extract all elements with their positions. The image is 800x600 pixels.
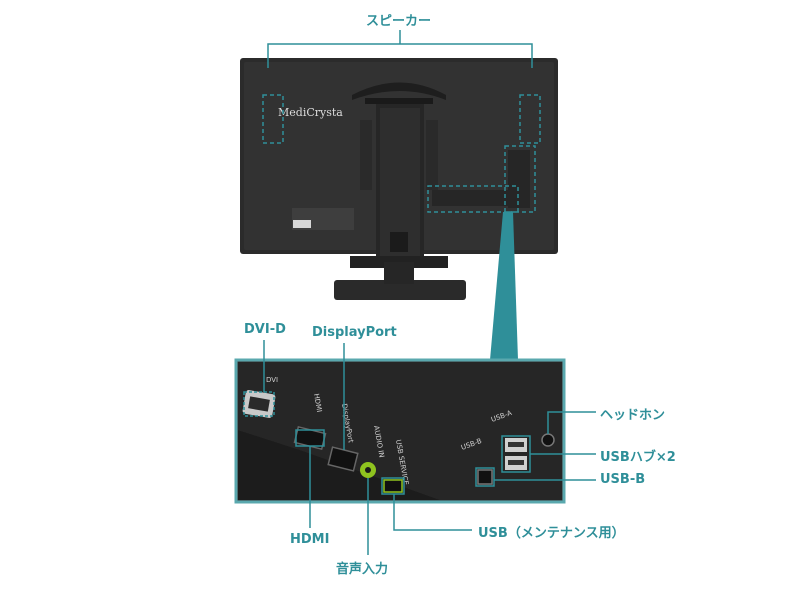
- silk-hdmi: HDMI: [312, 393, 323, 413]
- inset-closeup: [236, 360, 564, 502]
- label-headphone: ヘッドホン: [600, 408, 666, 423]
- label-speaker: スピーカー: [366, 14, 432, 29]
- port-area-callout: [427, 145, 536, 213]
- label-usb-b: USB-B: [600, 472, 646, 487]
- label-displayport: DisplayPort: [312, 325, 397, 340]
- speaker-callout: [262, 30, 541, 144]
- silk-dvi: DVI: [266, 376, 278, 384]
- inset-border: [234, 358, 566, 504]
- label-dvi-d: DVI-D: [244, 322, 286, 337]
- brand-logo: MediCrysta: [278, 106, 343, 119]
- label-hdmi: HDMI: [290, 532, 330, 547]
- label-usb-maintenance: USB（メンテナンス用）: [478, 526, 625, 541]
- label-usb-hub: USBハブ×2: [600, 450, 676, 465]
- label-audio-in: 音声入力: [336, 562, 389, 577]
- zoom-pointer: [490, 212, 518, 360]
- leader-lines: [243, 340, 596, 555]
- monitor-back: [240, 58, 558, 300]
